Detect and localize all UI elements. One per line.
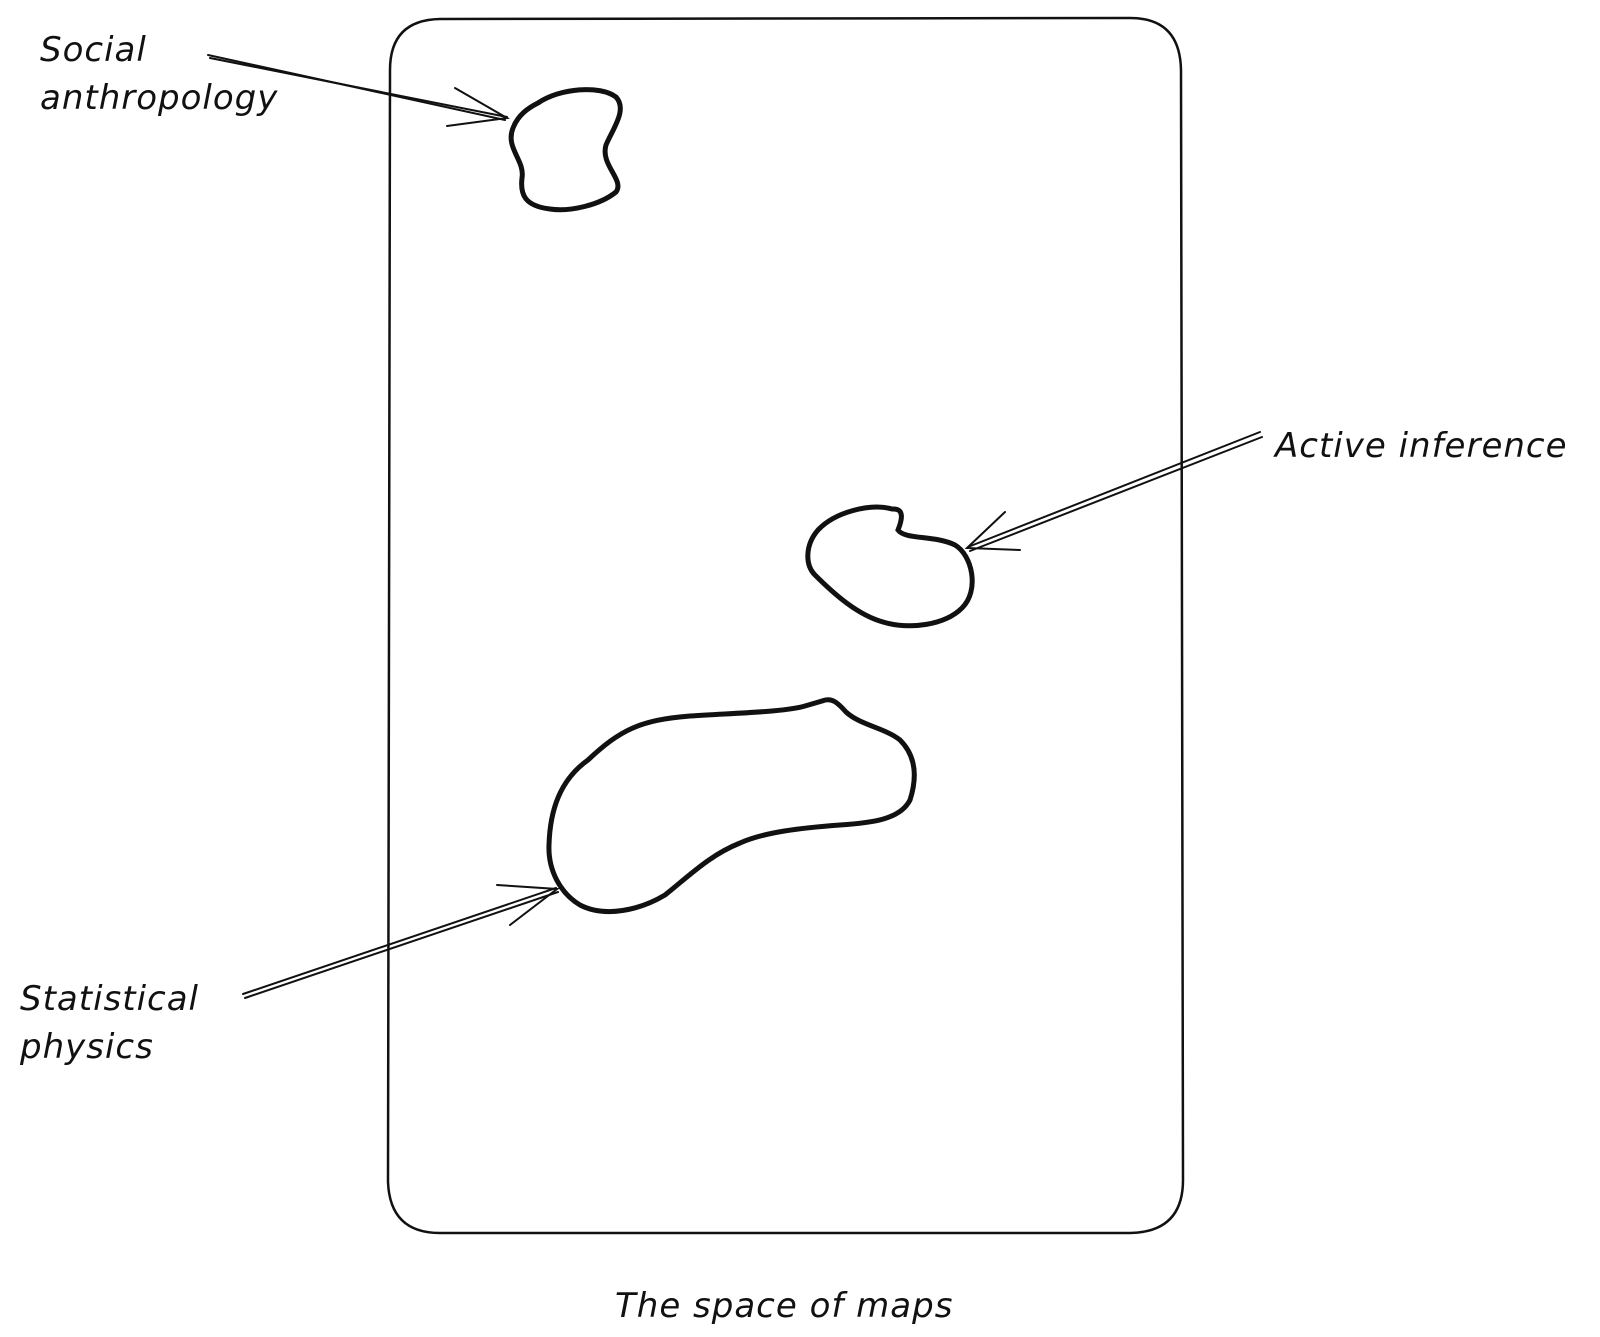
social-anthropology-label: Social anthropology — [40, 26, 278, 122]
statistical-physics-label-line-2: physics — [20, 1027, 154, 1067]
diagram-caption: The space of maps — [615, 1286, 954, 1326]
active-inference-label: Active inference — [1275, 426, 1568, 466]
statistical-physics-region — [546, 697, 917, 914]
arrow-active-inference — [964, 431, 1263, 552]
social-anthropology-region — [508, 87, 623, 213]
statistical-physics-label: Statistical physics — [20, 975, 199, 1071]
arrow-social-anthropology — [207, 54, 511, 127]
active-inference-region — [805, 504, 975, 629]
space-frame — [386, 16, 1185, 1235]
social-anthropology-label-line-1: Social — [40, 30, 147, 70]
statistical-physics-label-line-1: Statistical — [20, 979, 199, 1019]
social-anthropology-label-line-2: anthropology — [40, 78, 279, 118]
arrow-statistical-physics — [242, 884, 560, 999]
